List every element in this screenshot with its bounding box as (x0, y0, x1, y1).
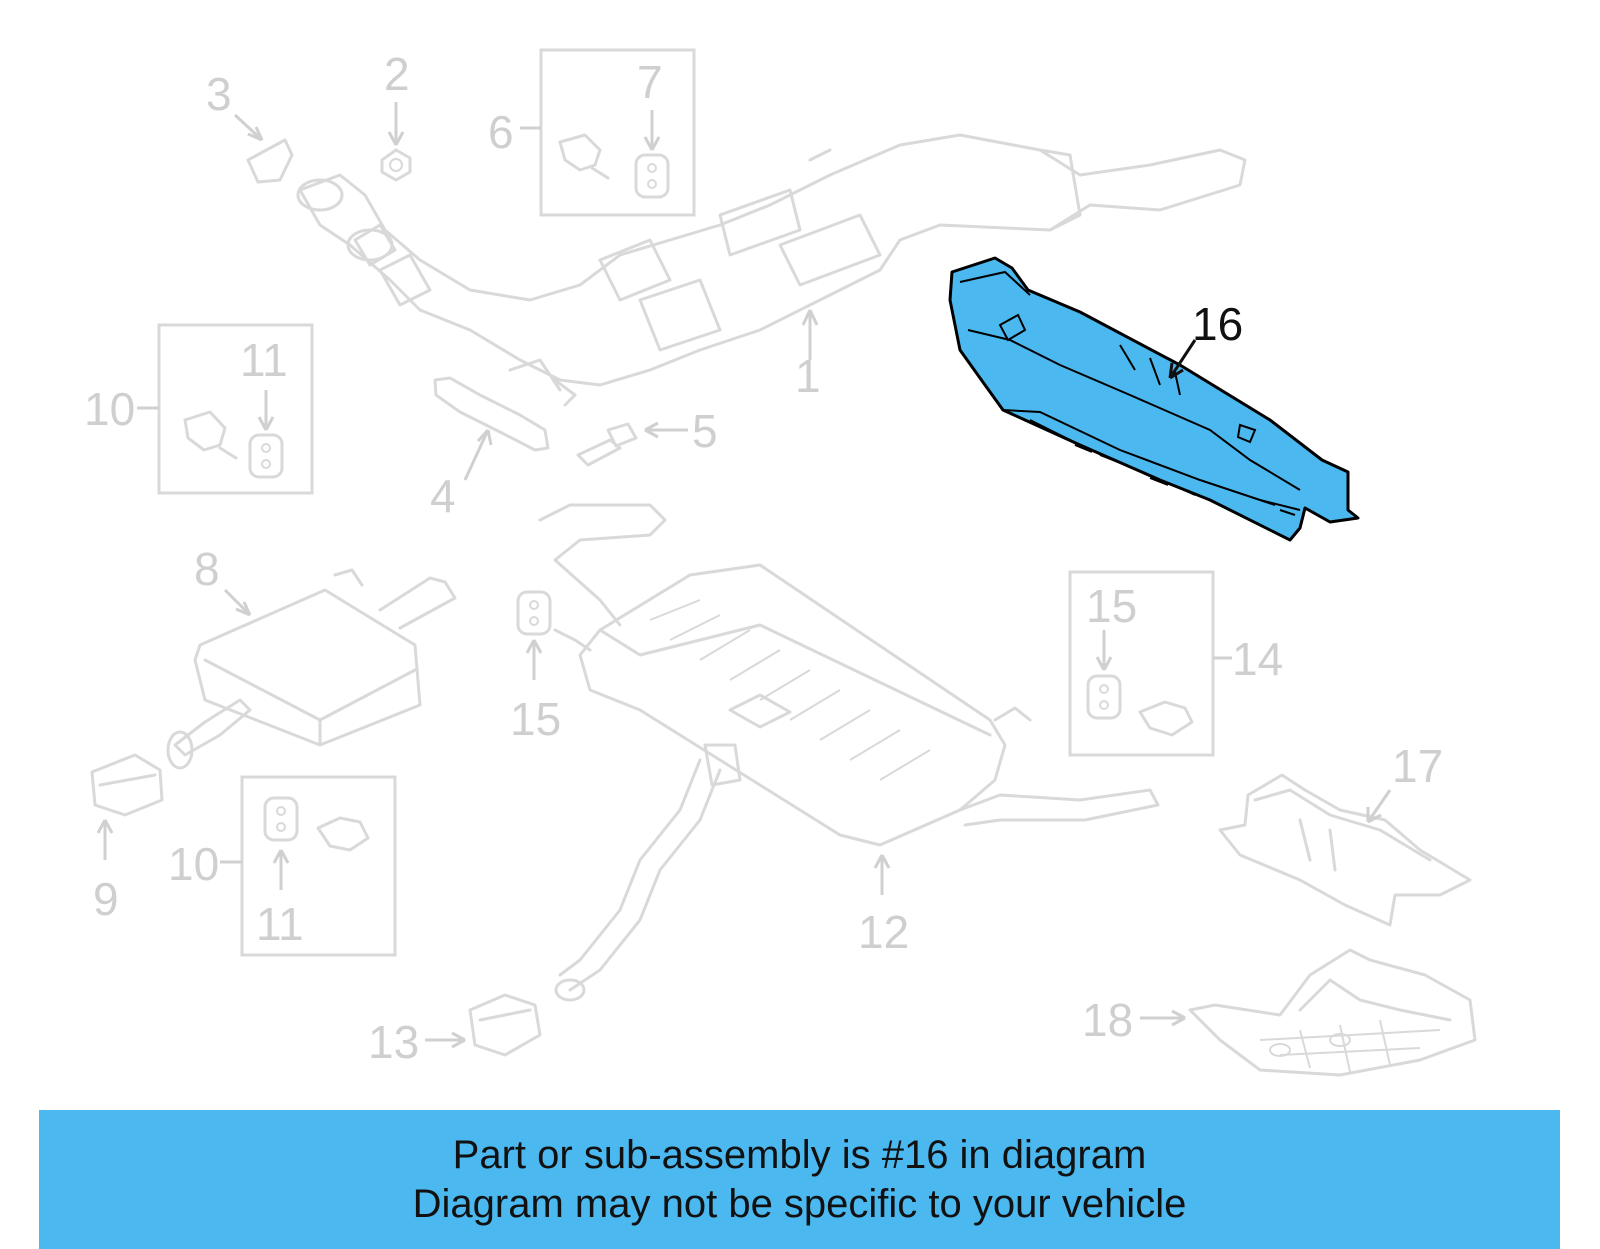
part-13-clamp: 13 (368, 993, 542, 1068)
callout-2: 2 (384, 48, 410, 100)
part-3-gasket: 3 (206, 68, 294, 184)
callout-15-box: 15 (1086, 580, 1137, 632)
callout-12: 12 (858, 906, 909, 958)
banner-disclaimer: Diagram may not be specific to your vehi… (412, 1181, 1187, 1226)
part-11-rubber-hanger-upper: 11 (240, 334, 288, 479)
part-17-heat-shield: 17 (1218, 740, 1472, 927)
callout-11-upper: 11 (240, 334, 288, 386)
part-14-hanger-kit: 14 15 (1068, 570, 1283, 757)
info-banner: Part or sub-assembly is #16 in diagram D… (39, 1110, 1560, 1249)
callout-8: 8 (194, 543, 220, 595)
part-10-hanger-kit-upper: 10 11 (84, 323, 314, 495)
part-9-clamp: 9 (90, 753, 164, 925)
part-11-rubber-hanger-lower: 11 (256, 796, 304, 950)
callout-10-upper: 10 (84, 383, 135, 435)
callout-3: 3 (206, 68, 232, 120)
callout-9: 9 (93, 873, 119, 925)
callout-14: 14 (1232, 633, 1283, 685)
part-1-front-pipe-catalytic-converters: 1 (296, 133, 1247, 407)
part-6-hanger-kit: 6 7 (488, 48, 696, 217)
part-18-heat-shield: 18 (1082, 948, 1477, 1077)
part-4-bracket: 4 (430, 376, 550, 522)
callout-6: 6 (488, 106, 514, 158)
callout-5: 5 (692, 405, 718, 457)
part-12-rear-muffler: 12 (538, 503, 1160, 1002)
callout-17: 17 (1392, 740, 1443, 792)
part-2-nut: 2 (380, 48, 412, 182)
callout-15-middle: 15 (510, 693, 561, 745)
part-10-hanger-kit-lower: 10 11 (168, 775, 397, 957)
heat-shield-16-body[interactable] (948, 256, 1360, 542)
banner-part-message: Part or sub-assembly is #16 in diagram (452, 1132, 1147, 1177)
part-8-center-muffler: 8 (166, 543, 457, 770)
callout-16: 16 (1192, 298, 1243, 350)
callout-10-lower: 10 (168, 838, 219, 890)
callout-4: 4 (430, 470, 456, 522)
callout-1: 1 (795, 350, 821, 402)
part-7-rubber-hanger: 7 (634, 56, 670, 199)
part-16-heat-shield-highlighted[interactable]: 16 (948, 256, 1360, 542)
part-15-rubber-hanger: 15 (510, 590, 561, 745)
callout-7: 7 (637, 56, 663, 108)
callout-18: 18 (1082, 994, 1133, 1046)
part-5-bolt: 5 (576, 405, 718, 467)
callout-13: 13 (368, 1016, 419, 1068)
callout-11-lower: 11 (256, 898, 304, 950)
